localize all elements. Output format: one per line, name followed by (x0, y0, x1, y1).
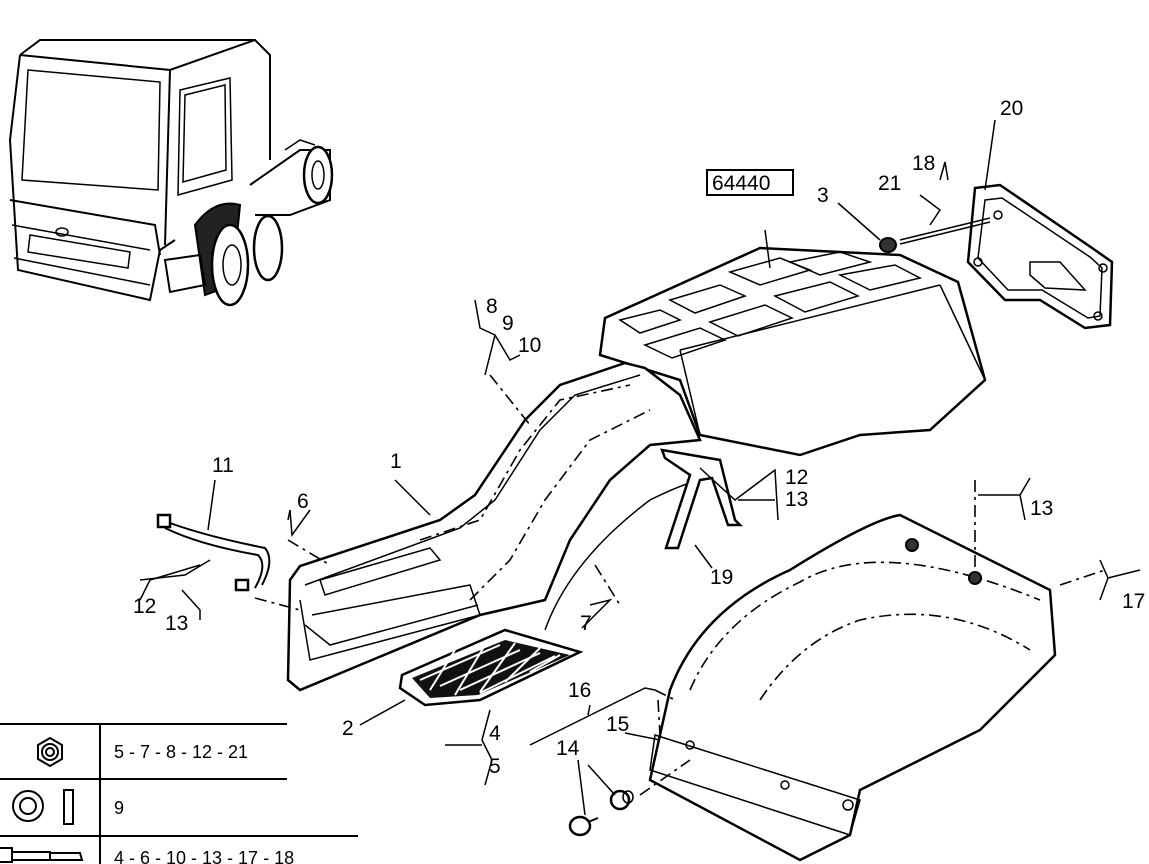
truck-cab-illustration (8, 39, 334, 307)
callout-5: 5 (489, 755, 501, 778)
nut-3-and-bolt-18 (879, 217, 991, 253)
callout-9: 9 (502, 312, 514, 335)
leader-lines (139, 119, 1141, 816)
bracket-19 (660, 448, 744, 550)
legend-parts-row-3: 4 - 6 - 10 - 13 - 17 - 18 (114, 848, 294, 864)
callout-13-left: 13 (165, 612, 188, 635)
callout-labels: 64440 1 2 3 4 5 6 7 8 9 10 11 12 13 12 1… (133, 97, 1145, 778)
callout-3: 3 (817, 184, 829, 207)
callout-13-right: 13 (785, 488, 808, 511)
reference-code-box (706, 169, 794, 196)
callout-1: 1 (390, 450, 402, 473)
callout-13-fender: 13 (1030, 497, 1053, 520)
callout-6: 6 (297, 490, 309, 513)
callout-8: 8 (486, 295, 498, 318)
callout-16: 16 (568, 679, 591, 702)
callout-7: 7 (580, 612, 592, 635)
inner-fender-arc (544, 479, 701, 631)
callout-17: 17 (1122, 590, 1145, 613)
callout-14: 14 (556, 737, 580, 760)
legend-parts-row-1: 5 - 7 - 8 - 12 - 21 (114, 742, 248, 762)
legend-parts-row-2: 9 (114, 798, 124, 818)
bolt-icon (0, 847, 84, 863)
hose-11 (156, 513, 271, 592)
step-grating-2 (398, 628, 584, 707)
callout-21: 21 (878, 172, 901, 195)
callout-19: 19 (710, 566, 733, 589)
fastener-legend-table: 5 - 7 - 8 - 12 - 21 9 4 - 6 - 10 - 13 - … (0, 723, 358, 864)
fasteners-14-15 (568, 789, 634, 837)
callout-20: 20 (1000, 97, 1023, 120)
callout-12-right: 12 (785, 466, 808, 489)
hex-nut-icon (37, 736, 63, 768)
callout-12-left: 12 (133, 595, 156, 618)
mudguard-17 (648, 513, 1057, 862)
callout-11: 11 (212, 454, 234, 477)
callout-4: 4 (489, 722, 501, 745)
callout-15: 15 (606, 713, 629, 736)
step-housing-1 (286, 361, 702, 692)
mounting-plate-20 (966, 183, 1114, 330)
washer-icon (12, 789, 74, 825)
callout-10: 10 (518, 334, 541, 357)
callout-18: 18 (912, 152, 935, 175)
reference-code: 64440 (712, 172, 770, 195)
battery-box-cover (598, 246, 987, 457)
callout-2: 2 (342, 717, 354, 740)
